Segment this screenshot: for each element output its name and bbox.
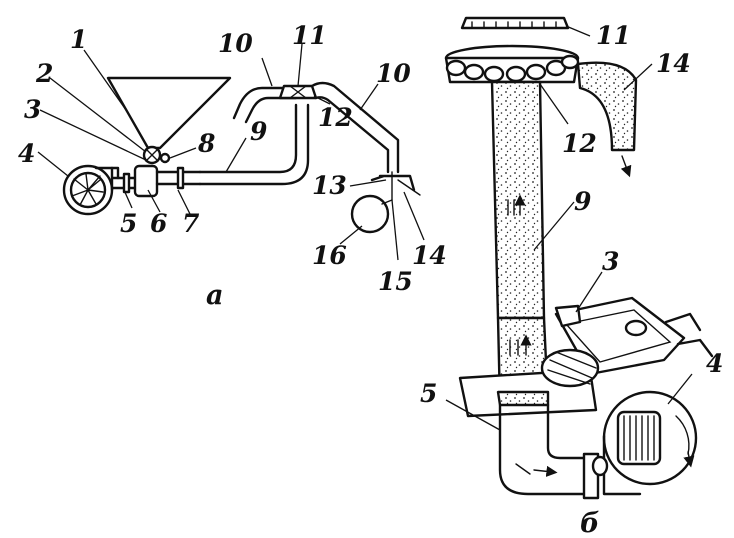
label-a-14: 14 xyxy=(412,241,447,270)
label-a-9: 9 xyxy=(250,117,267,146)
label-b-3: 3 xyxy=(602,247,619,276)
label-a-10-left: 10 xyxy=(218,29,253,58)
labels-a: 1 2 3 4 5 6 7 8 9 10 10 11 12 13 14 15 1… xyxy=(18,21,447,311)
scheme-b xyxy=(444,16,714,500)
caption-a: а xyxy=(206,280,224,311)
label-a-3: 3 xyxy=(24,95,41,124)
label-b-11: 11 xyxy=(596,21,631,50)
label-a-11: 11 xyxy=(292,21,327,50)
label-a-16: 16 xyxy=(312,241,347,270)
label-a-12: 12 xyxy=(318,103,353,132)
label-a-4: 4 xyxy=(18,139,35,168)
labels-b: 11 14 12 9 3 4 5 б xyxy=(420,21,723,538)
label-a-15: 15 xyxy=(378,267,413,296)
label-a-10-right: 10 xyxy=(376,59,411,88)
label-b-12: 12 xyxy=(562,129,597,158)
label-a-7: 7 xyxy=(182,209,200,238)
discharge-hose xyxy=(576,61,638,152)
leader-lines xyxy=(37,25,693,431)
cap-top xyxy=(460,16,570,30)
inlet-elbow xyxy=(498,403,586,496)
riser-column xyxy=(490,80,546,320)
label-b-5: 5 xyxy=(420,379,437,408)
label-b-14: 14 xyxy=(656,49,691,78)
label-a-5: 5 xyxy=(120,209,137,238)
label-b-4: 4 xyxy=(706,349,723,378)
silo xyxy=(350,194,390,234)
label-a-8: 8 xyxy=(197,129,215,158)
label-a-13: 13 xyxy=(312,171,347,200)
label-a-2: 2 xyxy=(35,59,53,88)
label-a-6: 6 xyxy=(150,209,167,238)
label-b-9: 9 xyxy=(574,187,591,216)
caption-b: б xyxy=(580,508,600,538)
hopper xyxy=(106,76,232,150)
scheme-a xyxy=(62,76,421,234)
label-a-1: 1 xyxy=(70,25,87,54)
